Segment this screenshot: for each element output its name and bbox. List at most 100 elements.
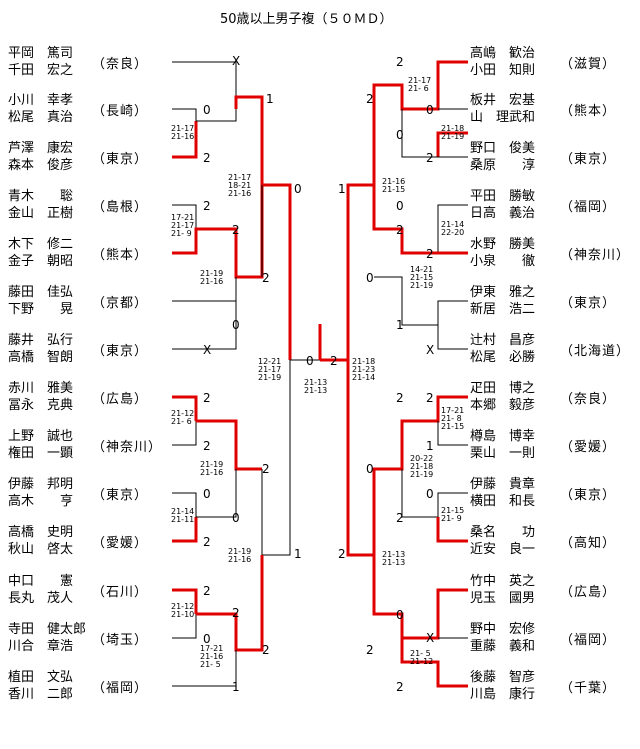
bracket-line [172, 61, 237, 109]
round-score: 2 [203, 584, 211, 598]
left-player-2: 金山 正樹 [8, 206, 74, 221]
right-player-1: 辻村 昌彦 [470, 333, 536, 348]
right-team-prefecture: （北海道） [560, 344, 631, 359]
game-scores: 21-16 21-15 [382, 177, 406, 194]
game-scores: 21-18 21-23 21-14 [352, 357, 376, 382]
left-player-1: 植田 文弘 [8, 670, 74, 685]
left-team-names: 平岡 篤司千田 宏之 [8, 45, 73, 79]
left-team-prefecture: （神奈川） [92, 440, 163, 455]
right-player-1: 板井 宏基 [470, 93, 536, 108]
round-score: 2 [203, 151, 211, 165]
left-team-prefecture: （島根） [92, 200, 149, 215]
right-team-prefecture: （熊本） [560, 104, 617, 119]
left-team-names: 寺田 健太郎川合 章浩 [8, 621, 86, 655]
left-player-2: 千田 宏之 [8, 63, 74, 78]
right-player-1: 樽島 博幸 [470, 429, 536, 444]
right-team-names: 高嶋 歓治小田 知則 [470, 45, 535, 79]
winner-path [196, 419, 262, 471]
right-player-1: 野口 俊美 [470, 141, 536, 156]
right-team-prefecture: （滋賀） [560, 57, 617, 72]
right-team-prefecture: （東京） [560, 488, 617, 503]
bracket-line [196, 469, 237, 518]
right-player-1: 桑名 功 [470, 525, 536, 540]
right-player-2: 新居 浩二 [470, 302, 536, 317]
winner-path [260, 133, 292, 360]
winner-path [400, 638, 468, 688]
right-player-1: 野中 宏修 [470, 622, 536, 637]
left-player-2: 冨永 克典 [8, 398, 74, 413]
round-score: 2 [396, 223, 404, 237]
round-score: X [426, 631, 435, 645]
left-player-2: 川合 章浩 [8, 639, 74, 654]
winner-path [172, 517, 198, 543]
game-scores: 21-19 21-16 [200, 269, 224, 286]
round-score: 2 [338, 547, 346, 561]
left-player-1: 中口 憲 [8, 574, 74, 589]
left-player-1: 青木 聡 [8, 189, 74, 204]
round-score: 0 [203, 487, 211, 501]
game-scores: 21-17 21-16 [171, 124, 195, 141]
left-player-1: 上野 誠也 [8, 429, 74, 444]
left-team-prefecture: （埼玉） [92, 633, 149, 648]
round-score: 1 [266, 92, 274, 106]
game-scores: 21-17 18-21 21-16 [228, 173, 252, 198]
round-score: 2 [262, 643, 270, 657]
right-team-names: 樽島 博幸栗山 一則 [470, 428, 535, 462]
winner-path [372, 60, 468, 133]
left-player-2: 高橋 智朗 [8, 350, 74, 365]
right-team-names: 野口 俊美桑原 淳 [470, 140, 535, 174]
winner-path [372, 185, 468, 255]
round-score: 2 [396, 391, 404, 405]
left-player-2: 秋山 啓太 [8, 542, 74, 557]
bracket-line [172, 108, 197, 121]
round-score: 0 [232, 318, 240, 332]
right-team-prefecture: （高知） [560, 536, 617, 551]
round-score: 2 [262, 462, 270, 476]
game-scores: 12-21 21-17 21-19 [258, 357, 282, 382]
page-title: 50歳以上男子複（５０ＭＤ） [220, 12, 393, 27]
right-team-names: 伊藤 貴章横田 和長 [470, 476, 535, 510]
right-player-2: 川島 康行 [470, 687, 536, 702]
right-player-2: 栗山 一則 [470, 446, 536, 461]
left-team-prefecture: （愛媛） [92, 536, 149, 551]
right-player-2: 日高 義治 [470, 206, 536, 221]
left-player-1: 高橋 史明 [8, 525, 74, 540]
round-score: 2 [203, 199, 211, 213]
round-score: 0 [366, 271, 374, 285]
left-team-names: 小川 幸孝松尾 真治 [8, 92, 73, 126]
left-player-1: 寺田 健太郎 [8, 622, 87, 637]
game-scores: 17-21 21-16 21- 5 [200, 644, 224, 669]
round-score: 0 [306, 354, 314, 368]
left-team-prefecture: （福岡） [92, 681, 149, 696]
right-team-prefecture: （千葉） [560, 681, 617, 696]
game-scores: 21-14 22-20 [441, 220, 465, 237]
right-team-prefecture: （愛媛） [560, 440, 617, 455]
right-player-1: 疋田 博之 [470, 381, 536, 396]
right-player-2: 小田 知則 [470, 63, 536, 78]
left-player-1: 木下 修二 [8, 237, 74, 252]
round-score: X [426, 343, 435, 357]
winner-path [372, 555, 468, 640]
left-player-1: 藤井 弘行 [8, 333, 74, 348]
bracket-line [401, 109, 468, 158]
bracket-line [172, 614, 197, 639]
round-score: 2 [426, 247, 434, 261]
left-player-2: 松尾 真治 [8, 110, 74, 125]
winner-path [172, 395, 198, 421]
left-team-names: 上野 誠也権田 一顕 [8, 428, 73, 462]
right-player-1: 平田 勝敏 [470, 189, 536, 204]
left-player-1: 小川 幸孝 [8, 93, 74, 108]
left-player-2: 高木 亨 [8, 494, 74, 509]
round-score: 0 [396, 128, 404, 142]
round-score: 0 [426, 103, 434, 117]
left-player-1: 伊藤 邦明 [8, 477, 74, 492]
winner-path [172, 588, 198, 614]
bracket-line [437, 421, 468, 446]
right-team-names: 辻村 昌彦松尾 必勝 [470, 332, 535, 366]
round-score: 2 [396, 55, 404, 69]
left-player-2: 金子 朝昭 [8, 254, 74, 269]
left-team-prefecture: （広島） [92, 392, 149, 407]
left-team-prefecture: （東京） [92, 152, 149, 167]
round-score: X [232, 54, 241, 68]
